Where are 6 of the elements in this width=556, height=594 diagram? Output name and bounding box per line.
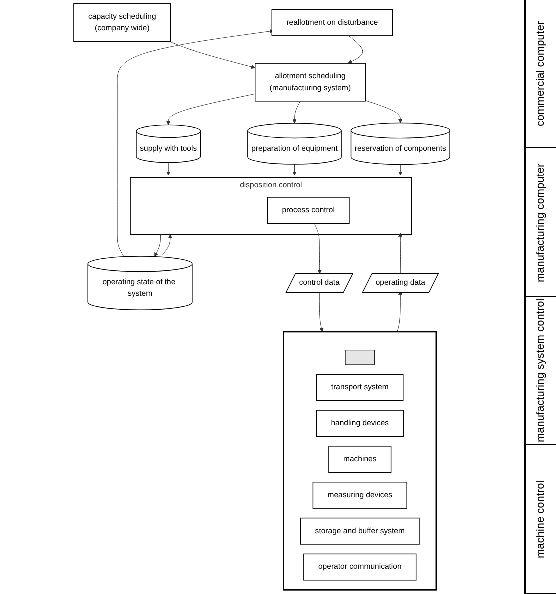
level-label: manufacturing system control (526, 297, 556, 446)
node-bar (345, 350, 375, 366)
level-label: commercial computer (526, 0, 556, 148)
cluster (283, 331, 438, 591)
level-label: machine control (526, 446, 556, 594)
level-label: manufacturing computer (526, 148, 556, 297)
